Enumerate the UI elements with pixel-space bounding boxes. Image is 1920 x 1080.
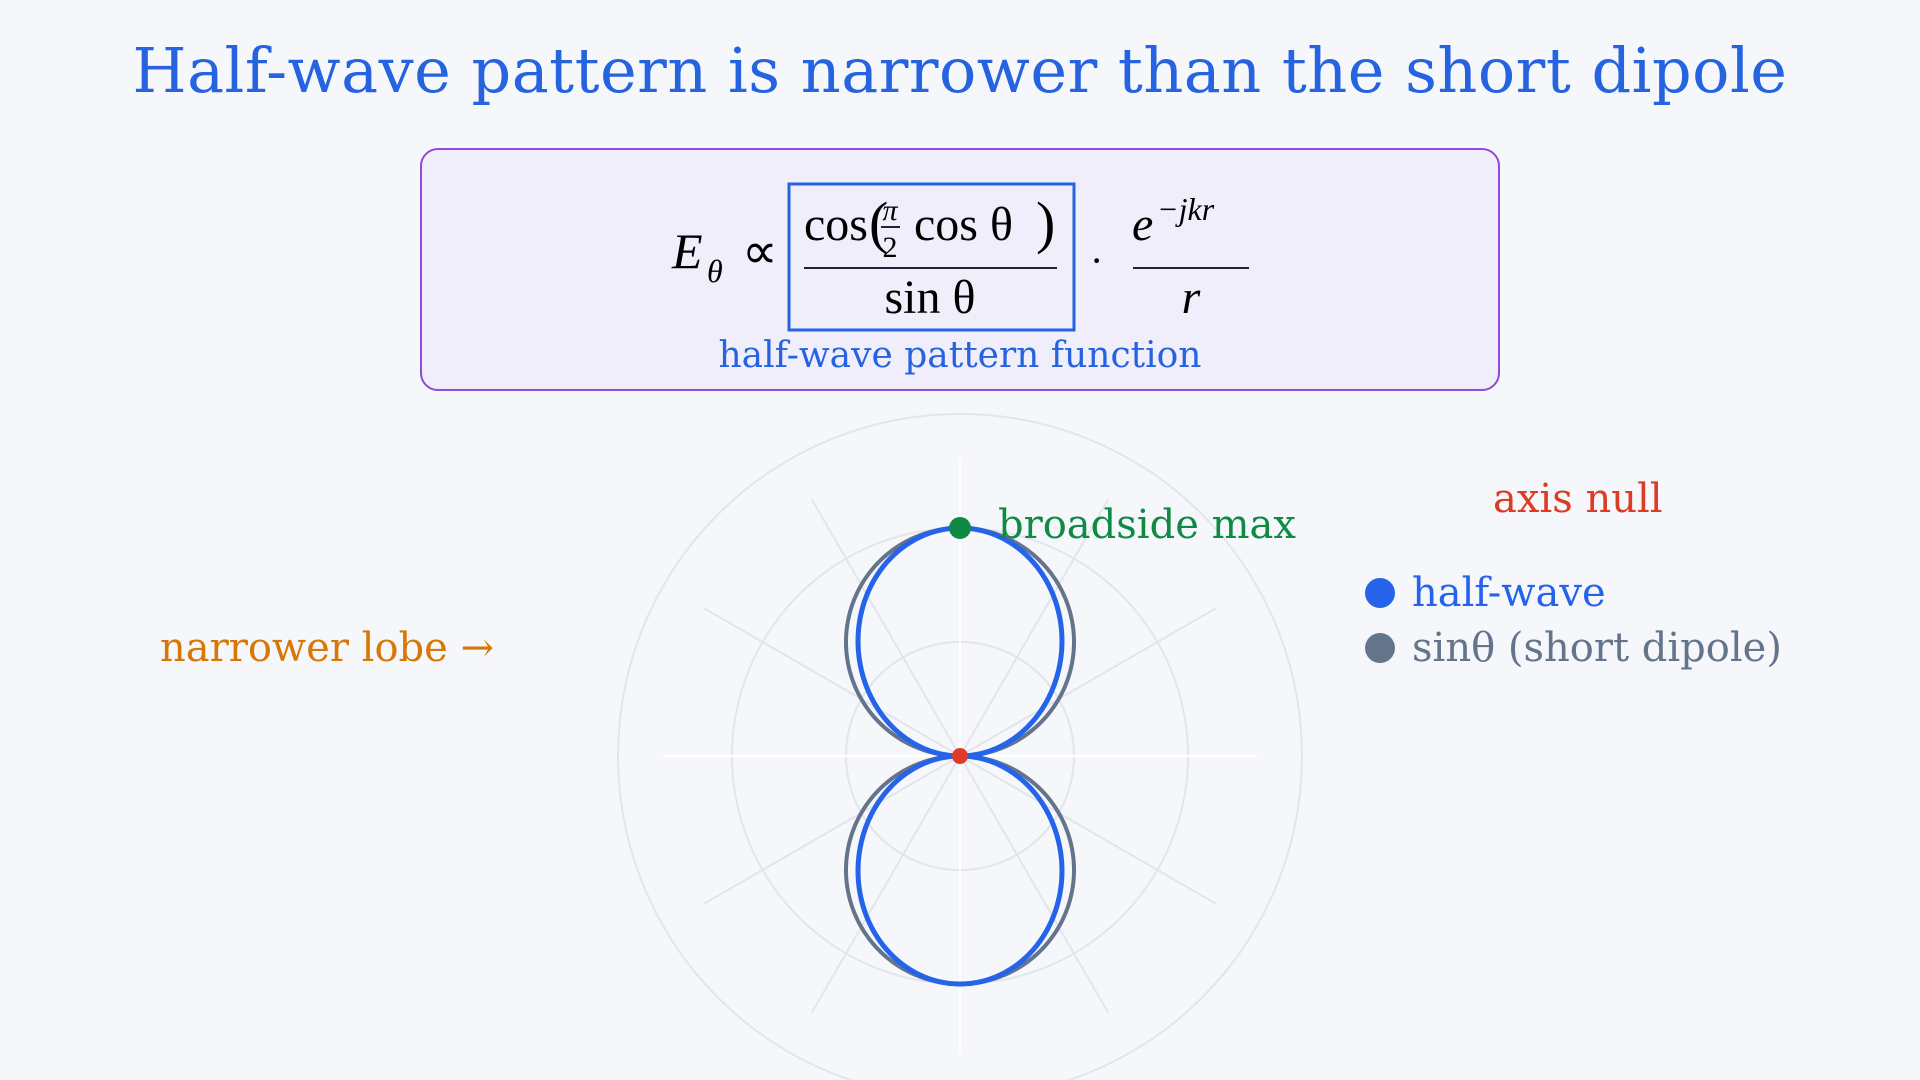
legend-half-wave-label: half-wave — [1412, 570, 1606, 616]
legend-half-wave-dot — [1365, 578, 1395, 608]
legend-item-half-wave: half-wave — [1365, 570, 1606, 616]
polar-grid-ring — [617, 413, 1303, 1080]
formula-svg: E θ ∝ cos ( π 2 cos θ ) sin θ · e −jkr r — [671, 182, 1249, 332]
formula-lhs-symbol: E — [671, 223, 703, 279]
formula-num-inner: cos θ — [914, 198, 1013, 251]
formula-pi: π — [882, 194, 898, 227]
formula-exp-power: −jkr — [1157, 191, 1215, 227]
half-wave-pattern-curve — [855, 525, 1065, 987]
axis-null-label: axis null — [1493, 476, 1663, 522]
formula-paren-open: ( — [869, 190, 888, 255]
formula-num-func: cos — [804, 198, 868, 251]
legend-short-dipole-label: sinθ (short dipole) — [1412, 625, 1782, 671]
pattern-function-highlight — [787, 182, 1076, 332]
formula-dot: · — [1090, 238, 1103, 283]
narrower-lobe-label: narrower lobe → — [160, 625, 495, 671]
formula-paren-close: ) — [1036, 190, 1055, 255]
legend-short-dipole-dot — [1365, 633, 1395, 663]
axis-null-marker — [952, 748, 968, 764]
formula-denominator: sin θ — [884, 271, 975, 324]
formula-two: 2 — [883, 231, 898, 264]
broadside-max-label: broadside max — [998, 502, 1296, 548]
formula-relation: ∝ — [742, 223, 778, 279]
formula-exp-denominator: r — [1182, 271, 1201, 324]
formula-caption: half-wave pattern function — [718, 335, 1202, 376]
legend-item-short-dipole: sinθ (short dipole) — [1365, 625, 1782, 671]
broadside-max-marker — [949, 517, 971, 539]
page-title: Half-wave pattern is narrower than the s… — [132, 34, 1788, 107]
formula-lhs-subscript: θ — [707, 253, 723, 289]
formula-exp-base: e — [1132, 198, 1153, 251]
formula-box: E θ ∝ cos ( π 2 cos θ ) sin θ · e −jkr r… — [420, 148, 1500, 391]
